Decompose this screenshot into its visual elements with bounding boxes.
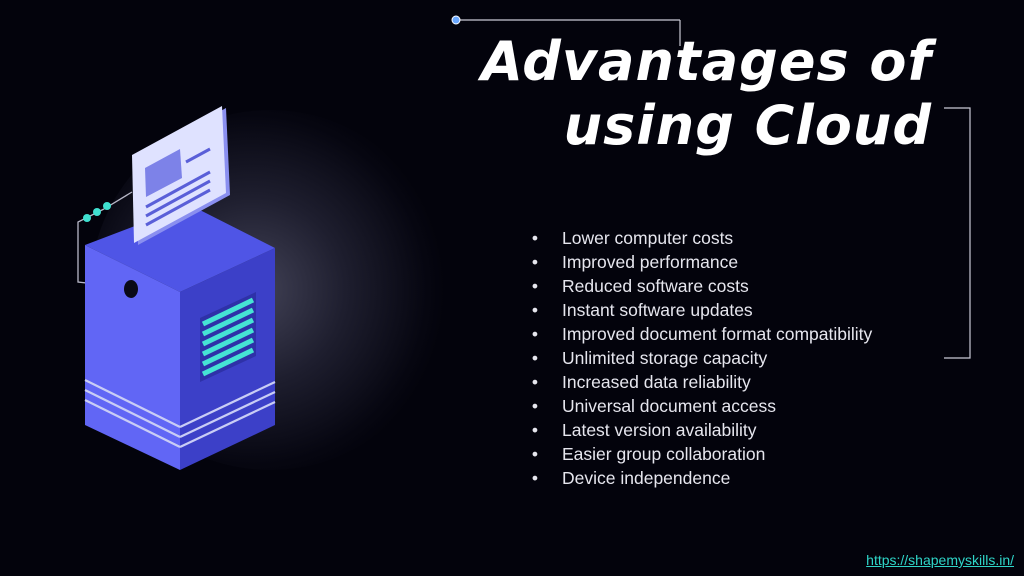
- list-item: • Improved document format compatibility: [528, 322, 872, 346]
- bullet: •: [531, 396, 539, 416]
- list-item: • Universal document access: [528, 394, 872, 418]
- list-item-text: Latest version availability: [562, 420, 757, 440]
- list-item: • Easier group collaboration: [528, 442, 872, 466]
- slide-title: Advantages of using Cloud: [481, 30, 932, 158]
- bullet: •: [531, 348, 539, 368]
- bullet: •: [531, 468, 539, 488]
- list-item: • Device independence: [528, 466, 872, 490]
- list-item-text: Improved performance: [562, 252, 739, 272]
- list-item: • Latest version availability: [528, 418, 872, 442]
- list-item: • Lower computer costs: [528, 226, 872, 250]
- server-port: [124, 280, 138, 298]
- website-link[interactable]: https://shapemyskills.in/: [866, 552, 1014, 568]
- bullet: •: [531, 276, 539, 296]
- server-top-face: [85, 205, 275, 292]
- list-item-text: Increased data reliability: [562, 372, 751, 392]
- list-item-text: Reduced software costs: [562, 276, 749, 296]
- title-line-2: using Cloud: [563, 94, 932, 157]
- list-item-text: Universal document access: [562, 396, 776, 416]
- bullet: •: [531, 300, 539, 320]
- bullet: •: [531, 372, 539, 392]
- list-item-text: Improved document format compatibility: [562, 324, 873, 344]
- bullet: •: [531, 252, 539, 272]
- server-vent: [200, 292, 256, 382]
- bullet: •: [531, 228, 539, 248]
- list-item: • Increased data reliability: [528, 370, 872, 394]
- list-item-text: Device independence: [562, 468, 731, 488]
- list-item: • Improved performance: [528, 250, 872, 274]
- advantages-list: • Lower computer costs • Improved performa…: [528, 226, 872, 490]
- bullet: •: [531, 444, 539, 464]
- list-item: • Instant software updates: [528, 298, 872, 322]
- title-line-1: Advantages of: [481, 30, 932, 93]
- list-item-text: Instant software updates: [562, 300, 753, 320]
- list-item: • Reduced software costs: [528, 274, 872, 298]
- list-item: • Unlimited storage capacity: [528, 346, 872, 370]
- list-item-text: Unlimited storage capacity: [562, 348, 768, 368]
- screen-panel: [132, 106, 230, 245]
- bullet: •: [531, 420, 539, 440]
- list-item-text: Lower computer costs: [562, 228, 734, 248]
- connector-dots: [83, 202, 111, 222]
- server-left-face: [85, 245, 180, 470]
- list-item-text: Easier group collaboration: [562, 444, 766, 464]
- bullet: •: [531, 324, 539, 344]
